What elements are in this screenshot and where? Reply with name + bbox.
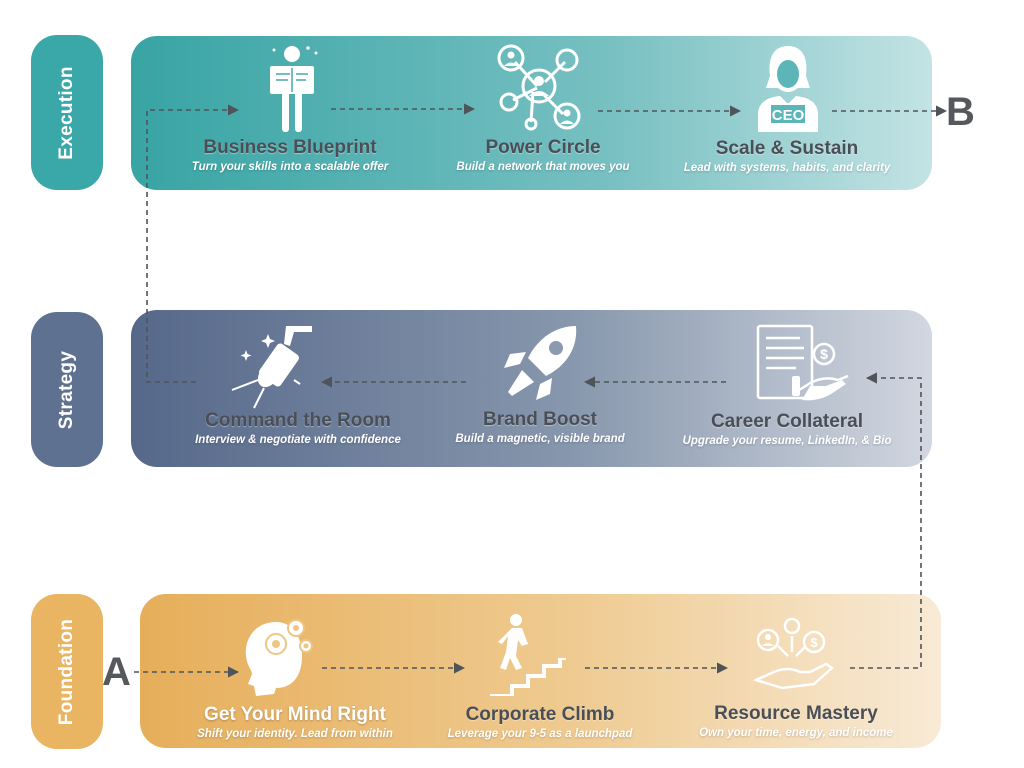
svg-text:$: $ — [820, 346, 828, 362]
step-corporate-climb: Corporate Climb Leverage your 9-5 as a l… — [410, 704, 670, 741]
step-command-the-room: Command the Room Interview & negotiate w… — [168, 410, 428, 447]
step-subtitle: Interview & negotiate with confidence — [195, 434, 401, 446]
step-title: Command the Room — [205, 410, 391, 431]
step-business-blueprint: Business Blueprint Turn your skills into… — [160, 137, 420, 174]
step-title: Scale & Sustain — [715, 138, 859, 159]
step-title: Power Circle — [485, 137, 601, 158]
row-label-foundation: Foundation — [31, 594, 103, 749]
step-subtitle: Build a magnetic, visible brand — [455, 433, 625, 445]
step-subtitle: Build a network that moves you — [456, 161, 630, 173]
step-title: Brand Boost — [483, 409, 597, 430]
step-subtitle: Upgrade your resume, LinkedIn, & Bio — [682, 435, 892, 447]
step-resource-mastery: Resource Mastery Own your time, energy, … — [666, 703, 926, 740]
step-power-circle: Power Circle Build a network that moves … — [413, 137, 673, 174]
endpoint-b: B — [946, 90, 975, 134]
hand-resources-icon: $ — [752, 617, 835, 690]
spotlight-icon — [231, 326, 312, 409]
step-title: Get Your Mind Right — [204, 704, 386, 725]
row-label-foundation-text: Foundation — [56, 618, 78, 725]
row-label-execution: Execution — [31, 35, 103, 190]
step-title: Resource Mastery — [714, 703, 878, 724]
row-label-strategy: Strategy — [31, 312, 103, 467]
stairs-climb-icon — [490, 614, 566, 696]
step-subtitle: Lead with systems, habits, and clarity — [683, 162, 891, 174]
step-scale-sustain: Scale & Sustain Lead with systems, habit… — [657, 138, 917, 175]
step-career-collateral: Career Collateral Upgrade your resume, L… — [657, 411, 917, 448]
resume-money-icon: $ — [756, 324, 849, 401]
step-title: Business Blueprint — [203, 137, 377, 158]
person-reading-plan-icon — [270, 46, 318, 132]
head-gears-icon — [245, 619, 313, 696]
row-label-execution-text: Execution — [56, 65, 77, 160]
network-people-icon — [497, 44, 581, 131]
ceo-icon: CEO — [758, 46, 818, 132]
rocket-icon — [504, 326, 577, 400]
svg-text:$: $ — [810, 635, 818, 650]
step-subtitle: Shift your identity. Lead from within — [197, 728, 393, 740]
step-title: Career Collateral — [710, 411, 864, 432]
step-brand-boost: Brand Boost Build a magnetic, visible br… — [410, 409, 670, 446]
step-subtitle: Leverage your 9-5 as a launchpad — [447, 728, 633, 740]
step-get-your-mind-right: Get Your Mind Right Shift your identity.… — [165, 704, 425, 741]
step-subtitle: Own your time, energy, and income — [699, 727, 893, 739]
endpoint-a: A — [102, 650, 131, 694]
step-title: Corporate Climb — [465, 704, 615, 725]
step-subtitle: Turn your skills into a scalable offer — [191, 161, 389, 173]
svg-text:CEO: CEO — [772, 107, 805, 124]
row-label-strategy-text: Strategy — [56, 350, 77, 429]
